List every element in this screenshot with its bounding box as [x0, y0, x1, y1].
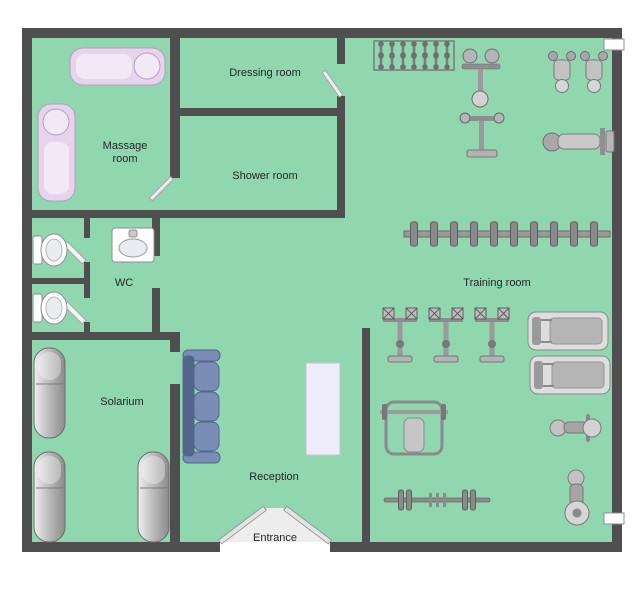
- room-label-entrance: Entrance: [252, 532, 298, 544]
- entrance-door-leaf: [217, 505, 267, 545]
- wall-outer-bottom-left: [22, 542, 220, 552]
- lat-pulldown-machine: [461, 48, 501, 108]
- leg-press-machine: [542, 128, 615, 155]
- room-label-training: Training room: [463, 277, 531, 289]
- floor: [32, 38, 612, 542]
- tanning-bed: [33, 451, 66, 543]
- massage-table-horizontal: [69, 47, 166, 86]
- treadmill: [529, 355, 611, 395]
- wall-training-left: [362, 328, 370, 552]
- wall-dressing-bottom: [180, 108, 345, 116]
- room-label-solarium: Solarium: [100, 396, 144, 408]
- wall-solarium-top: [32, 332, 180, 340]
- reception-desk: [305, 362, 341, 456]
- exercise-bike: [549, 414, 602, 442]
- wall-wc-stall-divider-2: [84, 262, 90, 298]
- wall-massage-bottom: [32, 210, 180, 218]
- wall-shower-bottom: [180, 210, 345, 218]
- bench-press-rack: [380, 400, 448, 456]
- treadmill: [527, 311, 609, 351]
- toilet: [32, 233, 68, 267]
- tanning-bed: [33, 347, 66, 439]
- massage-table-vertical: [37, 103, 76, 202]
- wall-wc-stall-divider-1: [84, 218, 90, 238]
- cable-station: [382, 307, 418, 363]
- entrance-door-leaf: [283, 505, 333, 545]
- room-label-wc: WC: [114, 277, 134, 289]
- wall-wc-right-top: [152, 218, 160, 256]
- dumbbell-rack: [373, 40, 455, 71]
- toilet: [32, 291, 68, 325]
- barbell: [383, 489, 491, 511]
- wall-outer-left: [22, 28, 32, 552]
- wall-wc-stall-divider-h: [32, 278, 84, 284]
- wall-massage-right: [170, 38, 180, 178]
- room-label-dressing: Dressing room: [229, 67, 301, 79]
- room-label-reception: Reception: [249, 471, 299, 483]
- massage-door-leaf: [148, 176, 174, 202]
- barbell-storage-rack: [403, 221, 611, 247]
- wall-outer-bottom-right: [330, 542, 622, 552]
- dressing-door-leaf: [321, 69, 344, 98]
- wall-solarium-right-top: [170, 332, 180, 352]
- sink: [111, 227, 155, 263]
- wall-dressing-right-top: [337, 38, 345, 64]
- window-mark: [603, 512, 625, 525]
- pec-deck-machine: [548, 51, 576, 93]
- room-label-massage: Massage room: [102, 140, 148, 165]
- spin-bike: [564, 469, 590, 526]
- wall-outer-right: [612, 28, 622, 552]
- entrance-floor: [220, 508, 330, 542]
- wall-wc-stall-divider-3: [84, 322, 90, 340]
- wall-wc-right-bottom: [152, 288, 160, 340]
- pec-deck-machine: [580, 51, 608, 93]
- wall-solarium-right-bottom: [170, 384, 180, 552]
- wall-outer-top: [22, 28, 622, 38]
- cable-station: [428, 307, 464, 363]
- sofa: [182, 349, 221, 464]
- room-label-shower: Shower room: [232, 170, 298, 182]
- wall-dressing-right-bottom: [337, 96, 345, 218]
- window-mark: [603, 38, 625, 51]
- cable-station: [474, 307, 510, 363]
- squat-machine: [459, 112, 505, 158]
- tanning-bed: [137, 451, 170, 543]
